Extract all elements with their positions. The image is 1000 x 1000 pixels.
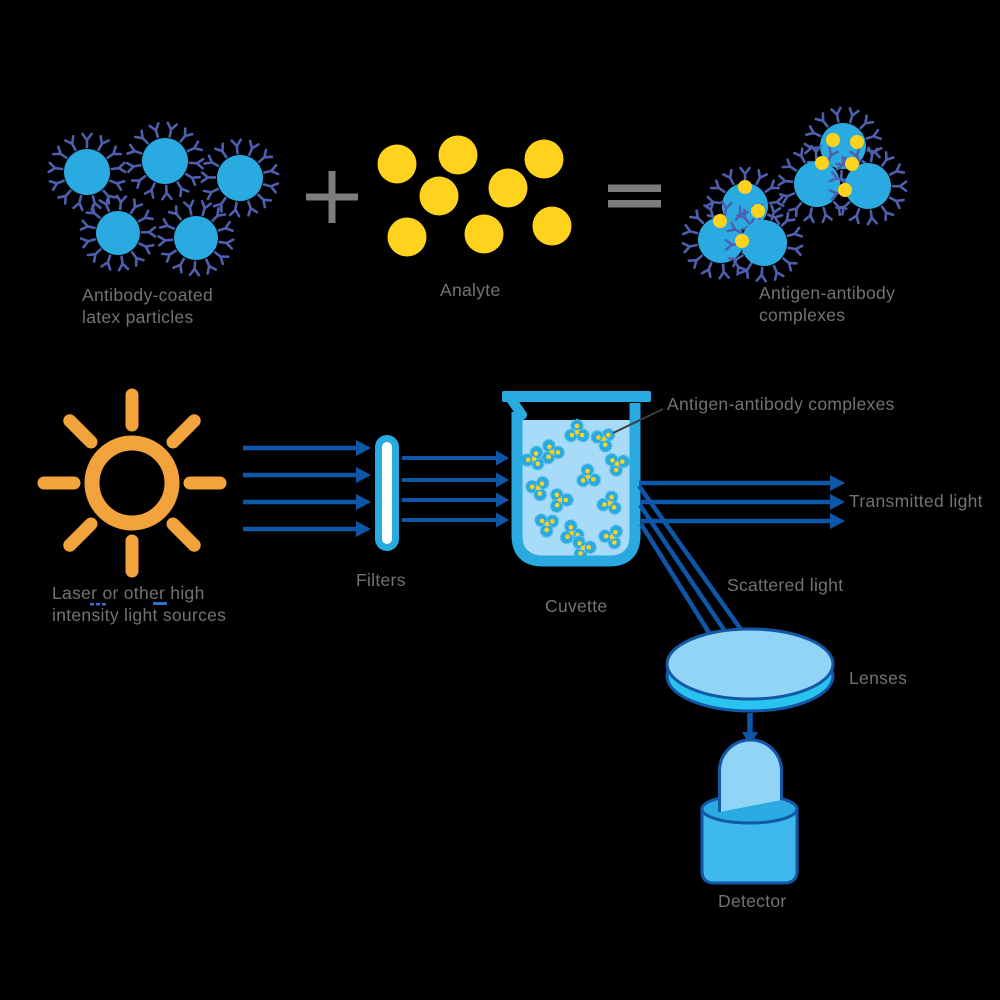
filters-label: Filters (356, 570, 406, 590)
complexes-label: Antigen-antibody complexes (759, 283, 896, 325)
transmitted-light-arrows (639, 475, 845, 529)
transmitted-light-label: Transmitted light (849, 491, 983, 511)
photodetector-icon (700, 738, 799, 885)
text-underline-dashes (90, 602, 167, 606)
beaker-icon (502, 391, 651, 567)
antigen-antibody-complex-icon (681, 106, 908, 283)
lens-disc-icon (665, 627, 835, 713)
detector-label: Detector (718, 891, 787, 911)
analyte-label: Analyte (440, 280, 501, 300)
analyte-dot-icon (377, 135, 572, 257)
cuvette-annotation-label: Antigen-antibody complexes (667, 394, 895, 414)
antibody-coated-particle-icon (47, 121, 280, 277)
lens-to-detector-arrow (742, 713, 758, 745)
annotation-leader-line (612, 408, 664, 434)
sun-icon (37, 388, 227, 578)
cuvette-label: Cuvette (545, 596, 608, 616)
light-source-label: Laser or other high intensity light sour… (52, 583, 227, 625)
filter-capsule-icon (375, 435, 399, 551)
plus-icon (306, 171, 358, 223)
lenses-label: Lenses (849, 668, 908, 688)
equals-icon (608, 184, 661, 208)
source-beam-arrows (243, 440, 371, 537)
latex-particles-label: Antibody-coated latex particles (82, 285, 213, 327)
filtered-beam-arrows (402, 450, 509, 528)
scattered-light-label: Scattered light (727, 575, 844, 595)
